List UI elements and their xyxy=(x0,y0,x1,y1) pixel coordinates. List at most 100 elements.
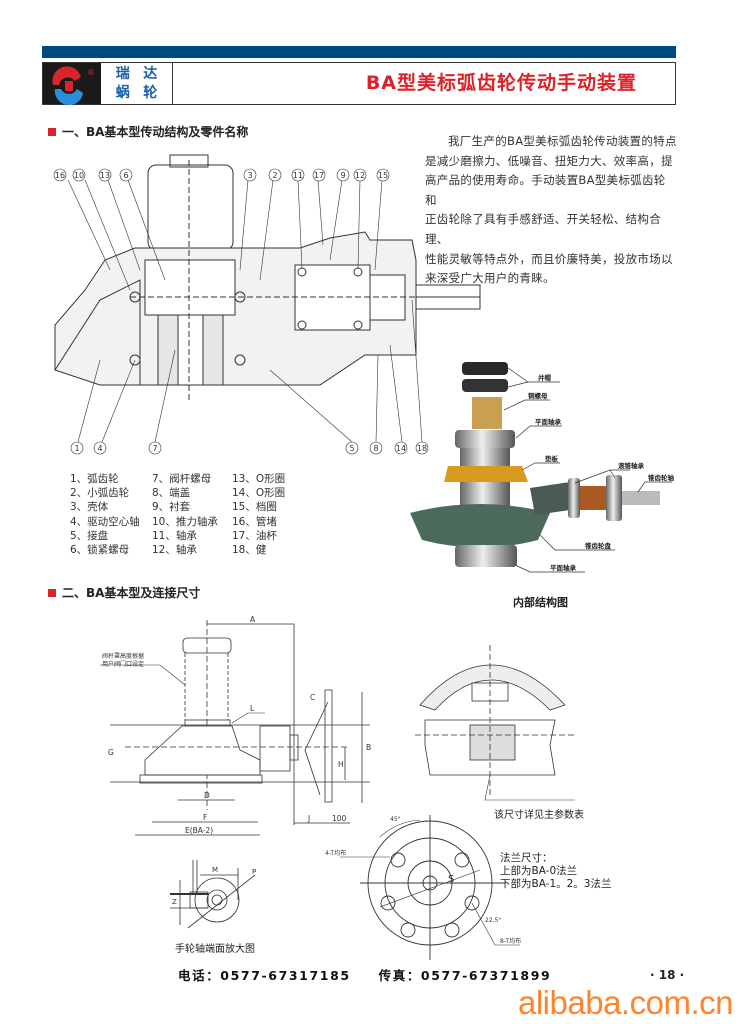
brand-char: 瑞 xyxy=(115,66,130,83)
part-item: 11、轴承 xyxy=(152,529,197,542)
svg-text:16: 16 xyxy=(55,171,65,180)
photo-label: 平面轴承 xyxy=(535,417,562,426)
part-item: 13、O形圈 xyxy=(232,473,286,485)
svg-text:1: 1 xyxy=(74,444,79,453)
photo-label: 锥齿轮轴 xyxy=(648,473,675,482)
section1-heading-text: 一、BA基本型传动结构及零件名称 xyxy=(62,125,249,139)
svg-text:18: 18 xyxy=(417,444,427,453)
dim-label: L xyxy=(250,704,255,713)
callout-16: 16 xyxy=(53,168,67,182)
company-logo: ® xyxy=(43,63,101,106)
callout-4: 4 xyxy=(93,441,107,455)
dim-label: P xyxy=(252,868,256,876)
angle-label: 22.5° xyxy=(485,917,501,924)
top-view-drawing xyxy=(415,645,575,801)
phone-number: 电话：0577-67317185 xyxy=(178,968,351,983)
flange-note-line: 上部为BA-0法兰 xyxy=(500,865,578,877)
dim-label: J xyxy=(307,814,310,823)
callout-12: 12 xyxy=(353,168,367,182)
svg-text:14: 14 xyxy=(396,444,406,453)
bullet-square-icon xyxy=(48,127,56,136)
dim-label: 100 xyxy=(332,814,347,823)
dim-label: E(BA-2) xyxy=(185,826,213,835)
desc-line: 是减少磨擦力、低噪音、扭矩力大、效率高，提 xyxy=(425,153,673,168)
desc-line: 正齿轮除了具有手感舒适、开关轻松、结构合理、 xyxy=(425,212,661,246)
part-item: 3、壳体 xyxy=(70,501,109,514)
brand-char: 轮 xyxy=(143,84,158,101)
detail-caption: 手轮轴端面放大图 xyxy=(175,944,255,955)
part-item: 1、弧齿轮 xyxy=(70,473,119,485)
callout-group: 16 10 13 6 3 2 11 17 9 12 15 1 4 7 5 8 1… xyxy=(53,168,429,455)
note-line: 用户阀门口设定 xyxy=(102,660,144,668)
svg-text:4: 4 xyxy=(97,444,102,453)
part-item: 12、轴承 xyxy=(152,544,197,557)
handwheel-detail-drawing: M P Z xyxy=(170,860,256,929)
callout-14: 14 xyxy=(394,441,408,455)
angle-label: 45° xyxy=(390,816,401,823)
dim-label: B xyxy=(366,743,371,752)
internal-structure-photo: 并帽 铜螺母 平面轴承 垫板 滚锥轴承 锥齿轮轴 锥齿轮盘 平面轴承 xyxy=(410,362,675,573)
hole-note: 8-T均布 xyxy=(500,937,521,945)
brand-name: 瑞 达 蜗 轮 xyxy=(101,63,173,104)
footer-contact: 电话：0577-67317185 传真：0577-67371899 xyxy=(178,968,551,983)
photo-label: 平面轴承 xyxy=(550,563,577,572)
callout-1: 1 xyxy=(70,441,84,455)
svg-text:12: 12 xyxy=(355,171,365,180)
svg-text:2: 2 xyxy=(272,171,277,180)
callout-3: 3 xyxy=(243,168,257,182)
svg-text:13: 13 xyxy=(100,171,110,180)
part-item: 9、衬套 xyxy=(152,501,191,514)
dim-label: M xyxy=(212,866,218,874)
callout-11: 11 xyxy=(291,168,305,182)
svg-text:10: 10 xyxy=(74,171,84,180)
callout-9: 9 xyxy=(336,168,350,182)
bullet-square-icon xyxy=(48,588,56,597)
dim-label: C xyxy=(310,693,315,702)
part-item: 16、管堵 xyxy=(232,515,277,528)
callout-8: 8 xyxy=(369,441,383,455)
brand-char: 达 xyxy=(143,66,158,83)
photo-label: 锥齿轮盘 xyxy=(585,541,612,550)
part-item: 5、接盘 xyxy=(70,529,109,542)
callout-13: 13 xyxy=(98,168,112,182)
dim-label: H xyxy=(338,760,344,769)
svg-text:17: 17 xyxy=(314,171,324,180)
part-item: 10、推力轴承 xyxy=(152,515,218,528)
photo-label: 铜螺母 xyxy=(528,391,548,400)
svg-text:5: 5 xyxy=(349,444,354,453)
svg-text:3: 3 xyxy=(247,171,252,180)
hole-note: 4-T均布 xyxy=(325,849,346,857)
part-item: 6、锁紧螺母 xyxy=(70,544,130,557)
callout-10: 10 xyxy=(72,168,86,182)
svg-text:7: 7 xyxy=(152,444,157,453)
photo-label: 垫板 xyxy=(545,454,559,463)
section2-heading-text: 二、BA基本型及连接尺寸 xyxy=(62,586,201,600)
svg-text:15: 15 xyxy=(378,171,388,180)
description: 我厂生产的BA型美标弧齿轮传动装置的特点 是减少磨擦力、低噪音、扭矩力大、效率高… xyxy=(425,132,677,289)
svg-text:6: 6 xyxy=(123,171,128,180)
section2-heading: 二、BA基本型及连接尺寸 xyxy=(48,584,200,601)
flange-note-line: 法兰尺寸： xyxy=(500,852,553,864)
svg-text:8: 8 xyxy=(373,444,378,453)
flange-drawing: 45° 22.5° 4-T均布 8-T均布 S xyxy=(325,815,521,960)
desc-line: 性能灵敏等特点外，而且价廉特美，投放市场以 xyxy=(425,251,673,266)
fax-number: 传真：0577-67371899 xyxy=(378,968,552,983)
flange-note-line: 下部为BA-1。2。3法兰 xyxy=(500,878,612,890)
dim-label: G xyxy=(108,748,114,757)
photo-caption: 内部结构图 xyxy=(513,596,568,609)
callout-17: 17 xyxy=(312,168,326,182)
part-item: 8、端盖 xyxy=(152,487,191,500)
desc-line: 我厂生产的BA型美标弧齿轮传动装置的特点 xyxy=(448,134,677,148)
callout-18: 18 xyxy=(415,441,429,455)
page-title: BA型美标弧齿轮传动手动装置 xyxy=(365,72,637,94)
header: ® 瑞 达 蜗 轮 BA型美标弧齿轮传动手动装置 xyxy=(42,62,676,106)
part-item: 17、油杯 xyxy=(232,529,277,542)
dim-label: S xyxy=(448,874,454,885)
dim-label: D xyxy=(204,791,210,800)
callout-15: 15 xyxy=(376,168,390,182)
reference-note: 该尺寸详见主参数表 xyxy=(494,810,584,821)
part-item: 2、小弧齿轮 xyxy=(70,487,130,500)
cross-section-drawing: 16 10 13 6 3 2 11 17 9 12 15 1 4 7 5 8 1… xyxy=(53,154,481,455)
dimension-drawing: A B C D E(BA-2) F G H J L 100 阀杆罩高度根据 用户… xyxy=(100,615,371,836)
